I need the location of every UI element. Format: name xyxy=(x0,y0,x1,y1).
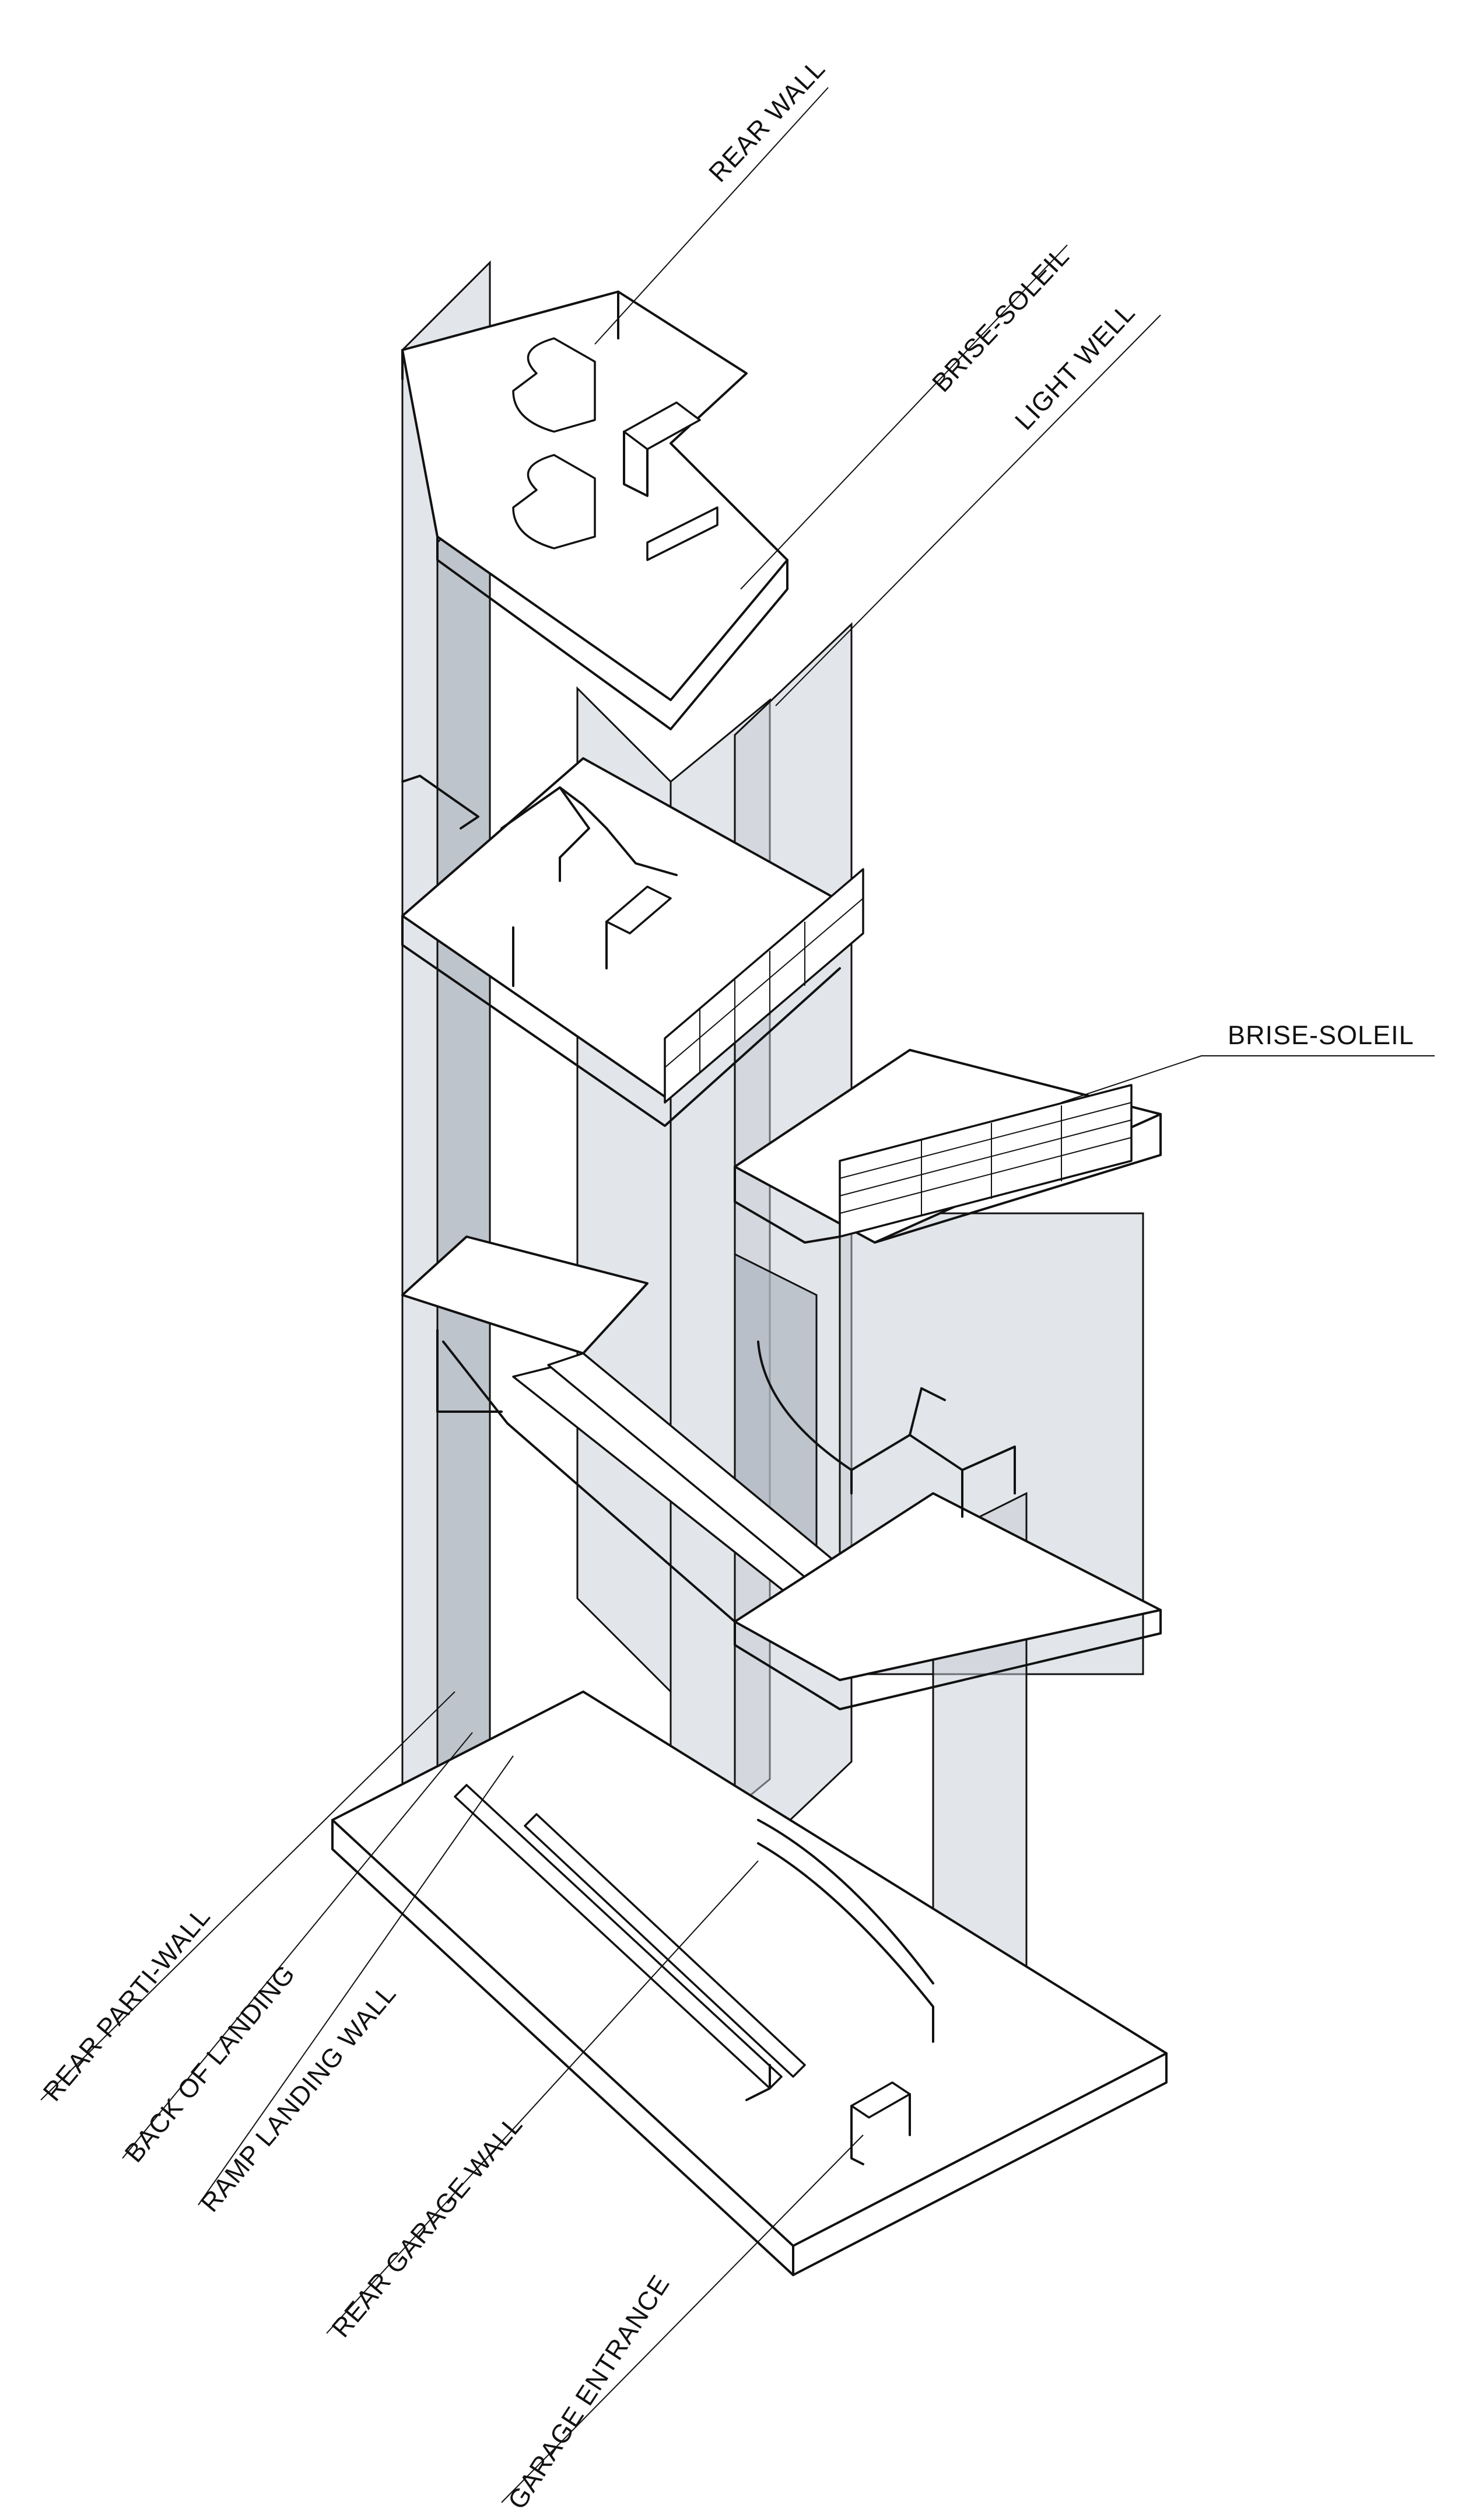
leader-brise-soleil-mid xyxy=(1061,1055,1435,1103)
label-rear-garage-wall: REAR GARAGE WALL xyxy=(326,2109,528,2343)
leader-back-of-landing xyxy=(122,1732,473,2159)
label-garage-entrance: GARAGE ENTRANCE xyxy=(502,2270,675,2515)
label-light-well: LIGHT WELL xyxy=(1009,298,1141,436)
ground-floor-slab xyxy=(331,1690,1168,2276)
leader-ramp-landing-wall xyxy=(198,1755,514,2206)
leader-lines xyxy=(40,87,1435,2503)
first-floor-slab xyxy=(401,1236,853,1623)
label-ramp-landing-wall: RAMP LANDING WALL xyxy=(195,1979,402,2218)
leader-rear-garage-wall xyxy=(326,1860,759,2334)
leader-light-well xyxy=(775,314,1161,706)
leader-brise-soleil-top xyxy=(740,244,1068,590)
label-brise-soleil-mid: BRISE-SOLEIL xyxy=(1228,1020,1414,1050)
leader-rear-wall xyxy=(594,87,829,345)
label-rear-wall: REAR WALL xyxy=(703,53,831,187)
right-first-slab xyxy=(734,1340,1162,1710)
mid-slab xyxy=(734,1049,1162,1244)
leader-rear-parti-wall xyxy=(40,1691,455,2101)
leader-garage-entrance xyxy=(501,2134,864,2503)
top-floor-slab xyxy=(401,290,788,730)
second-floor-slab xyxy=(401,757,864,1127)
